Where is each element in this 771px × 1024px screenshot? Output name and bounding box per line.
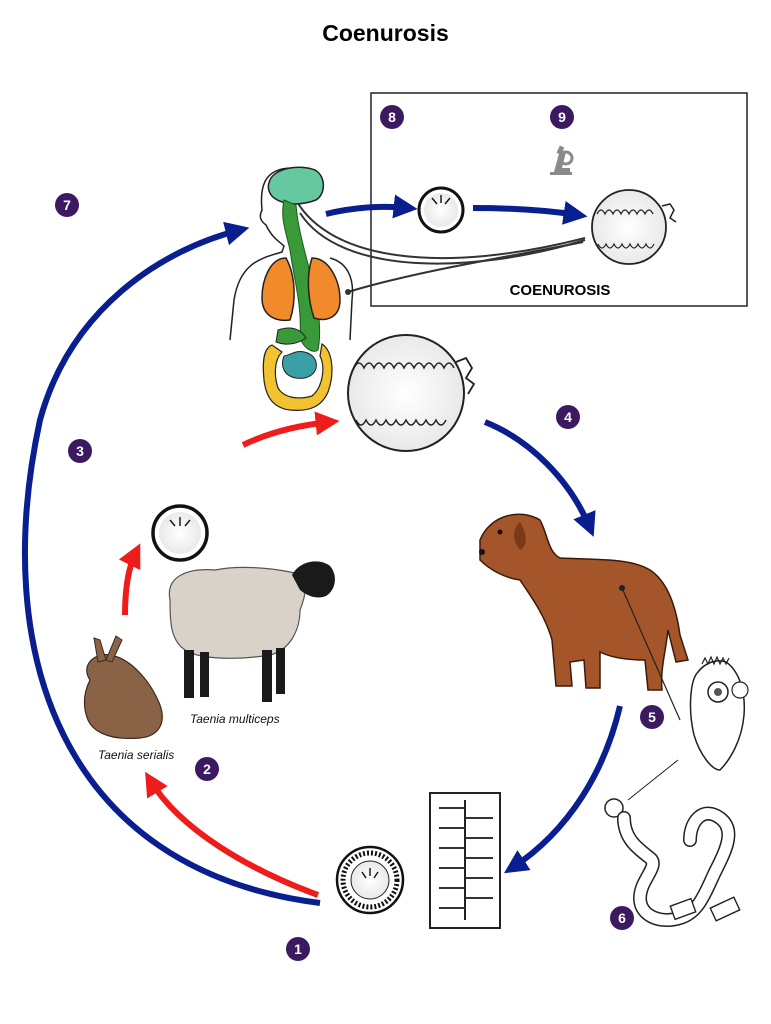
human-figure [229,166,354,411]
small-cyst-box [417,186,465,234]
pointer-line [295,199,586,260]
rabbit [83,635,163,740]
step-badge-5: 5 [640,705,664,729]
page-title: Coenurosis [322,20,449,46]
pointer-line [627,759,679,801]
small-intestine [282,351,317,379]
arrow-to-coenurus [241,411,340,448]
lung-left [261,257,295,322]
tapeworm [604,585,749,927]
large-intestine [262,342,333,411]
pointer-line [347,241,584,293]
pointer-line [621,587,681,721]
arrow-cyst-to-coenurus [472,200,588,225]
human-outline [229,167,354,341]
egg [335,845,405,915]
step-badge-9: 9 [550,105,574,129]
box-label: COENUROSIS [509,282,611,299]
coenurus-cyst-large [347,334,476,452]
sheep [168,561,335,702]
species-label-sheep: Taenia multiceps [190,712,280,726]
step-badge-8: 8 [380,105,404,129]
pointer-dot [345,289,351,295]
pointer-line [299,212,586,265]
arrow-dog-to-proglottid [503,705,623,874]
coenurosis-box [370,92,748,307]
liver-lower [275,327,307,345]
lung-right [307,257,341,321]
coenurus-cyst-box [591,189,677,265]
scolex [689,660,746,771]
step-badge-4: 4 [556,405,580,429]
step-badge-3: 3 [68,439,92,463]
microscope-icon [550,145,574,175]
oncosphere-small [151,504,209,562]
arrow-egg-to-human [22,221,321,906]
arrow-coenurus-to-dog [483,419,596,537]
step-badge-1: 1 [286,937,310,961]
dog [479,513,689,691]
arrow-rabbit-to-cyst [118,543,141,616]
step-badge-2: 2 [195,757,219,781]
arrow-egg-to-rabbit [145,771,320,898]
arrow-brain-to-cyst [325,194,418,219]
brain [267,166,325,205]
species-label-rabbit: Taenia serialis [98,748,175,762]
spinal-tract [282,199,321,352]
step-badge-6: 6 [610,906,634,930]
gravid-proglottid [429,792,501,929]
step-badge-7: 7 [55,193,79,217]
